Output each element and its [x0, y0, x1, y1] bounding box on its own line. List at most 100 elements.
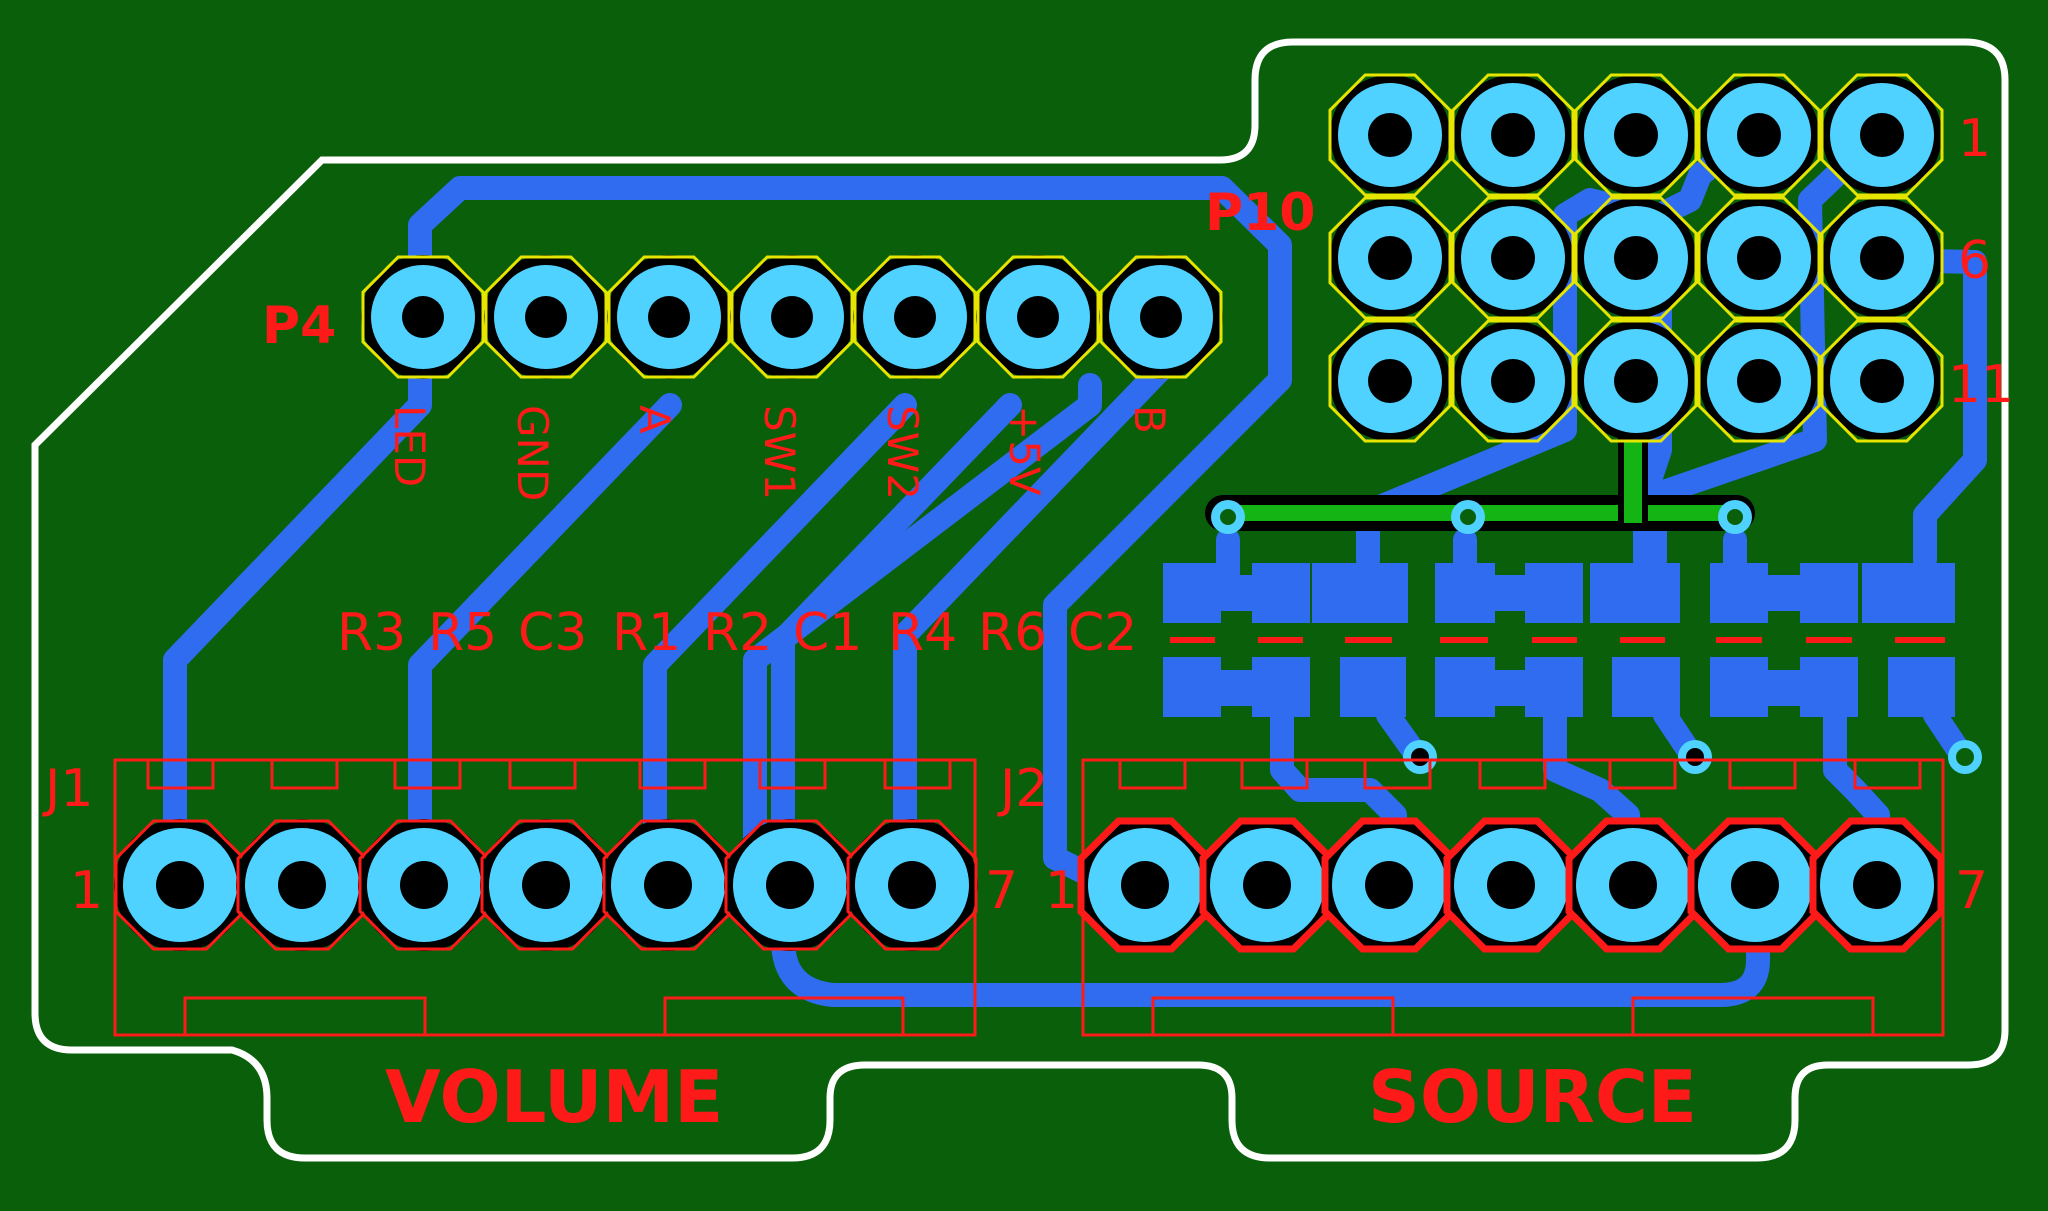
p10-pin-pad — [1697, 73, 1821, 197]
smd-pad — [1622, 563, 1680, 623]
p4-pin-label-b: B — [1125, 405, 1174, 434]
smd-neck — [1495, 575, 1525, 611]
smd-neck — [1768, 670, 1800, 706]
smd-pad — [1612, 657, 1680, 717]
p10-pin-pad — [1697, 196, 1821, 320]
component-label: R1 — [612, 603, 681, 663]
smd-neck — [1768, 575, 1800, 611]
j2-pin-first: 1 — [1045, 861, 1078, 921]
trace-p4-5v-j1 — [771, 393, 1770, 1007]
j1-designator: J1 — [42, 759, 93, 819]
smd-pad — [1888, 657, 1955, 717]
component-label: C3 — [518, 603, 587, 663]
vias — [1211, 500, 1982, 774]
p4-pin-pad — [1099, 255, 1223, 379]
via-hole — [1411, 748, 1429, 766]
smd-neck — [1221, 575, 1252, 611]
j1-pin-last: 7 — [985, 861, 1018, 921]
smd-pad — [1340, 657, 1406, 717]
p10-row-number: 6 — [1958, 231, 1991, 291]
smd-pad — [1710, 563, 1768, 623]
p10-pin-pad — [1451, 319, 1575, 443]
smd-pad — [1163, 563, 1221, 623]
p10-pin-pad — [1574, 196, 1698, 320]
board-outline — [31, 38, 2009, 1162]
p4-pads — [361, 255, 1223, 379]
j2-pin-pad — [1199, 817, 1335, 953]
p10-pin-pad — [1574, 73, 1698, 197]
p10-pin-pad — [1451, 196, 1575, 320]
p4-pin-label-sw2: SW2 — [878, 405, 927, 500]
p4-pin-label-a: A — [630, 405, 679, 434]
j1-pin-pad — [724, 819, 856, 951]
p10-row-number: 11 — [1948, 355, 2014, 415]
component-label: R5 — [428, 603, 497, 663]
smd-pad — [1710, 657, 1768, 717]
j2-pin-pad — [1687, 817, 1823, 953]
j2-pin-pad — [1077, 817, 1213, 953]
j1-pin-pad — [602, 819, 734, 951]
via-hole — [1460, 509, 1476, 525]
p10-pin-pad — [1820, 73, 1944, 197]
j2-pin-pad — [1809, 817, 1945, 953]
p10-pin-pad — [1820, 196, 1944, 320]
p10-pin-pad — [1574, 319, 1698, 443]
p4-pin-pad — [853, 255, 977, 379]
p10-pin-pad — [1820, 319, 1944, 443]
p4-pin-pad — [976, 255, 1100, 379]
smd-pad — [1350, 563, 1408, 623]
j2-pin-pad — [1565, 817, 1701, 953]
trace-sw1 — [743, 373, 1102, 892]
p4-pin-label-gnd: GND — [508, 405, 557, 501]
smd-pad — [1163, 657, 1221, 717]
component-label: R6 — [978, 603, 1047, 663]
p4-designator: P4 — [262, 296, 336, 356]
smd-neck — [1495, 670, 1525, 706]
via-hole — [1727, 509, 1743, 525]
j1-pin-pad — [114, 819, 246, 951]
volume-label: VOLUME — [385, 1055, 723, 1139]
smd-pad — [1525, 657, 1583, 717]
via-hole — [1686, 748, 1704, 766]
p4-pin-pad — [730, 255, 854, 379]
trace-p4-led-j1 — [163, 305, 432, 892]
j1-pads — [114, 819, 978, 951]
j2-pin-pad — [1443, 817, 1579, 953]
p10-pin-pad — [1328, 319, 1452, 443]
j2-pin-last: 7 — [1955, 861, 1988, 921]
smd-pad — [1895, 563, 1955, 623]
p4-pin-label-5v: +5V — [1000, 405, 1049, 496]
component-label: C2 — [1068, 603, 1137, 663]
j1-pin-pad — [358, 819, 490, 951]
p4-pin-pad — [361, 255, 485, 379]
p10-pin-pad — [1328, 73, 1452, 197]
j1-pin-first: 1 — [70, 861, 103, 921]
smd-pad — [1435, 657, 1495, 717]
j1-pin-pad — [236, 819, 368, 951]
p4-pin-pad — [484, 255, 608, 379]
trace-p4-sw2-j1 — [643, 393, 917, 894]
p10-designator: P10 — [1205, 183, 1315, 243]
j1-pin-pad — [846, 819, 978, 951]
p10-pin-pad — [1697, 319, 1821, 443]
smd-pad — [1800, 563, 1858, 623]
j1-pin-pad — [480, 819, 612, 951]
smd-pad — [1252, 657, 1310, 717]
smd-pad — [1800, 657, 1858, 717]
smd-pad — [1252, 563, 1310, 623]
component-label: R2 — [703, 603, 772, 663]
p4-pin-label-sw1: SW1 — [755, 405, 804, 500]
smd-neck — [1221, 670, 1252, 706]
p10-row-number: 1 — [1958, 109, 1991, 169]
trace-p4-top-loop — [408, 176, 1292, 892]
smd-pad — [1435, 563, 1495, 623]
p10-pin-pad — [1451, 73, 1575, 197]
j2-designator: J2 — [997, 759, 1048, 819]
component-label: R4 — [888, 603, 957, 663]
component-label: R3 — [337, 603, 406, 663]
p10-pin-pad — [1328, 196, 1452, 320]
p10-pads — [1328, 73, 1944, 443]
trace-p4-gnd-j1 — [408, 393, 682, 894]
j2-pin-pad — [1321, 817, 1457, 953]
